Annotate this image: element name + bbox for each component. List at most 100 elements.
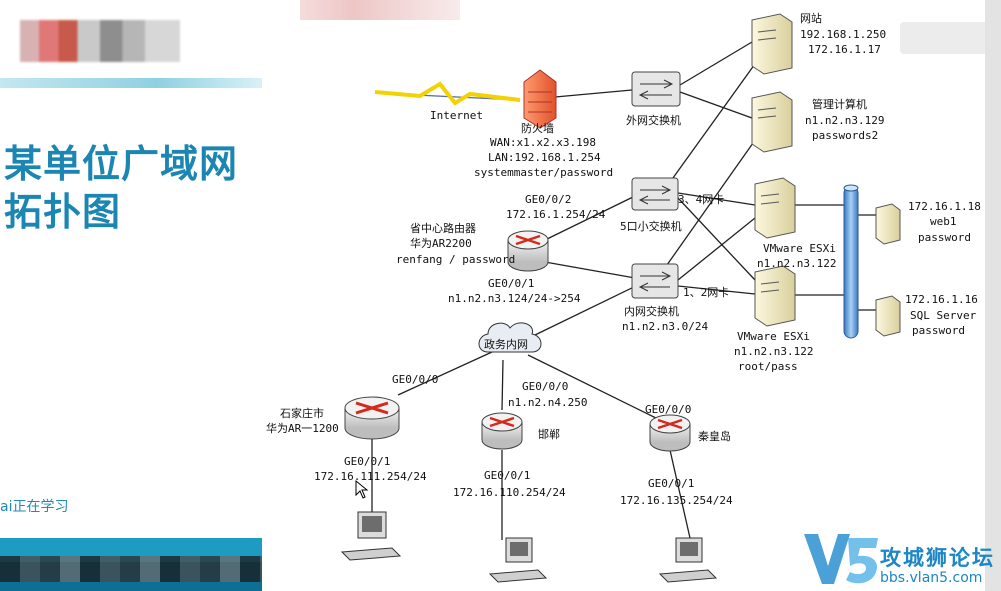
qhd-pc-link [669, 449, 691, 539]
core-router-line1: 省中心路由器 [410, 221, 476, 235]
small-switch-ip: 172.16.1.254/24 [506, 208, 606, 221]
core-intsw-link [544, 261, 636, 279]
cloud-sjz-link [397, 351, 493, 396]
firewall-lan: LAN:192.168.1.254 [488, 151, 601, 164]
smsw-esxi2-link [677, 197, 756, 281]
title-line-2: 拓扑图 [4, 190, 122, 234]
server-icon-mgmt [751, 91, 793, 153]
mgmt-pw: passwords2 [812, 129, 878, 142]
firewall-wan: WAN:x1.x2.x3.198 [490, 136, 596, 149]
hd-ip-top: n1.n2.n4.250 [508, 396, 587, 409]
sql-name: SQL Server [910, 309, 977, 322]
ext-switch-label: 外网交换机 [626, 113, 681, 127]
cloud-label: 政务内网 [484, 337, 528, 351]
router-icon-hd [481, 412, 523, 450]
extsw-mgmt-link [679, 91, 753, 119]
intsw-esxi1-link [677, 217, 756, 281]
smsw-esxi1-link [677, 192, 756, 206]
hd-port-top: GE0/0/0 [522, 380, 568, 393]
router-icon-sjz [344, 396, 400, 440]
cloud-qhd-link [527, 354, 661, 421]
server-icon-website [751, 13, 793, 75]
cloud-intsw-link [534, 283, 641, 336]
website-label: 网站 [800, 11, 822, 25]
sjz-port-top: GE0/0/0 [392, 373, 438, 386]
server-icon-sql [875, 295, 901, 337]
mouse-cursor-icon [355, 479, 369, 499]
virtual-bus [843, 184, 859, 339]
sjz-name: 石家庄市 [280, 406, 324, 420]
firewall-label: 防火墙 [521, 121, 554, 135]
small-switch-port: GE0/0/2 [525, 193, 571, 206]
int-switch-ip: n1.n2.n3.0/24 [622, 320, 708, 333]
server-icon-web1 [875, 203, 901, 245]
watermark-url: bbs.vlan5.com [880, 570, 983, 586]
slide-title: 某单位广域网 拓扑图 [4, 140, 254, 236]
blurred-header [20, 20, 180, 62]
sjz-port-bot: GE0/0/1 [344, 455, 390, 468]
web1-ip: 172.16.1.18 [908, 200, 981, 213]
header-strip [0, 78, 262, 88]
core-router-port: GE0/0/1 [488, 277, 534, 290]
hd-ip: 172.16.110.254/24 [453, 486, 566, 499]
cloud-hd-link [501, 359, 504, 411]
fw-extsw-link [554, 89, 633, 98]
sql-pw: password [912, 324, 965, 337]
internet-bolt [374, 81, 521, 106]
qhd-ip: 172.16.135.254/24 [620, 494, 733, 507]
esxi1-ip: n1.n2.n3.122 [757, 257, 836, 270]
core-router-cred: renfang / password [396, 253, 515, 266]
presenter-caption: ai正在学习 [0, 499, 69, 515]
vlan5-logo-icon [804, 534, 878, 584]
intsw-esxi2-link [677, 285, 756, 295]
firewall-icon [523, 69, 557, 129]
sjz-model: 华为AR一1200 [266, 421, 339, 435]
web1-name: web1 [930, 215, 957, 228]
server-icon-esxi2 [754, 265, 796, 327]
title-line-1: 某单位广域网 [4, 142, 239, 186]
pc-icon-sjz [340, 511, 402, 561]
esxi2-label: VMware ESXi [737, 330, 810, 343]
nic-12-label: 1、2网卡 [683, 286, 729, 299]
nic-34-label: 3、4网卡 [678, 193, 724, 206]
qhd-name: 秦皇岛 [698, 429, 731, 443]
server-icon-esxi1 [754, 177, 796, 239]
smsw-web-link [659, 49, 766, 197]
slide-panel: 某单位广域网 拓扑图 ai正在学习 [0, 0, 262, 591]
int-switch-label: 内网交换机 [624, 304, 679, 318]
mgmt-label: 管理计算机 [812, 97, 867, 111]
internet-label: Internet [430, 109, 483, 122]
pc-icon-qhd [658, 537, 718, 583]
blurred-footer [0, 556, 262, 582]
hd-port-bot: GE0/0/1 [484, 469, 530, 482]
esxi1-label: VMware ESXi [763, 242, 836, 255]
core-router-line2: 华为AR2200 [410, 236, 472, 250]
mgmt-ip: n1.n2.n3.129 [805, 114, 884, 127]
website-ip2: 172.16.1.17 [808, 43, 881, 56]
qhd-port-bot: GE0/0/1 [648, 477, 694, 490]
esxi2-cred: root/pass [738, 360, 798, 373]
blurred-top-right [900, 22, 1001, 54]
firewall-cred: systemmaster/password [474, 166, 613, 179]
sql-ip: 172.16.1.16 [905, 293, 978, 306]
watermark-title: 攻城狮论坛 [880, 546, 995, 570]
router-icon-core [507, 230, 549, 272]
esxi2-ip: n1.n2.n3.122 [734, 345, 813, 358]
router-icon-qhd [649, 414, 691, 452]
extsw-web-link [679, 41, 753, 86]
website-ip1: 192.168.1.250 [800, 28, 886, 41]
switch-icon-small [631, 177, 679, 211]
switch-icon-internal [631, 263, 679, 299]
sjz-ip: 172.16.111.254/24 [314, 470, 427, 483]
diagram-labels: Internet 防火墙 WAN:x1.x2.x3.198 LAN:192.16… [266, 11, 981, 507]
right-edge [985, 0, 1001, 591]
small-switch-label: 5口小交换机 [620, 219, 682, 233]
cloud-icon [478, 322, 542, 353]
qhd-port-top: GE0/0/0 [645, 403, 691, 416]
core-router-ip: n1.n2.n3.124/24->254 [448, 292, 581, 305]
pc-icon-hd [488, 537, 548, 583]
core-smsw-link [544, 195, 636, 241]
web1-pw: password [918, 231, 971, 244]
hd-name: 邯郸 [538, 427, 560, 441]
